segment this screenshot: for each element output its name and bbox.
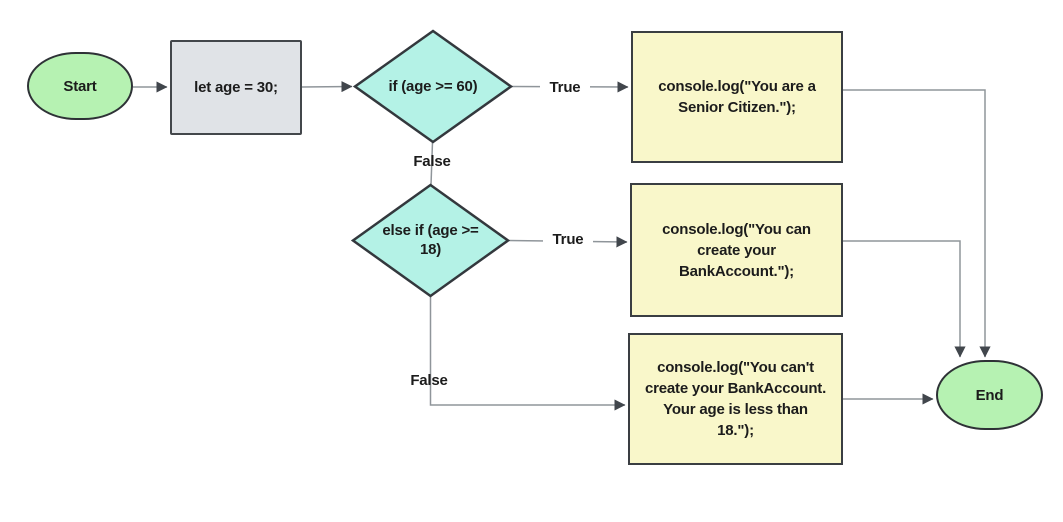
decision-elseif-age-18-label: else if (age >= 18) bbox=[382, 222, 479, 258]
node-let-age-30: let age = 30; bbox=[170, 40, 302, 135]
edge-output-adult-to-end bbox=[843, 240, 966, 358]
node-output-senior-citizen: console.log("You are a Senior Citizen.")… bbox=[631, 31, 843, 163]
edge-if-false-to-elseif bbox=[430, 141, 434, 186]
edge-init-to-if bbox=[301, 80, 353, 93]
edge-label-true-senior: True bbox=[540, 79, 590, 96]
edge-label-false-senior: False bbox=[413, 153, 451, 170]
edge-output-senior-to-end bbox=[843, 89, 991, 358]
node-end: End bbox=[936, 360, 1043, 430]
decision-if-age-60-shape bbox=[352, 29, 514, 144]
node-output-cannot-create-bankaccount: console.log("You can't create your BankA… bbox=[628, 333, 843, 465]
edge-elseif-false-to-output-minor bbox=[429, 296, 626, 411]
edge-label-true-adult: True bbox=[543, 231, 593, 248]
decision-elseif-age-18-shape bbox=[350, 183, 511, 298]
edge-label-false-adult: False bbox=[410, 372, 448, 389]
node-start: Start bbox=[27, 52, 133, 120]
node-output-create-bankaccount: console.log("You can create your BankAcc… bbox=[630, 183, 843, 317]
decision-if-age-60-label: if (age >= 60) bbox=[388, 78, 478, 95]
